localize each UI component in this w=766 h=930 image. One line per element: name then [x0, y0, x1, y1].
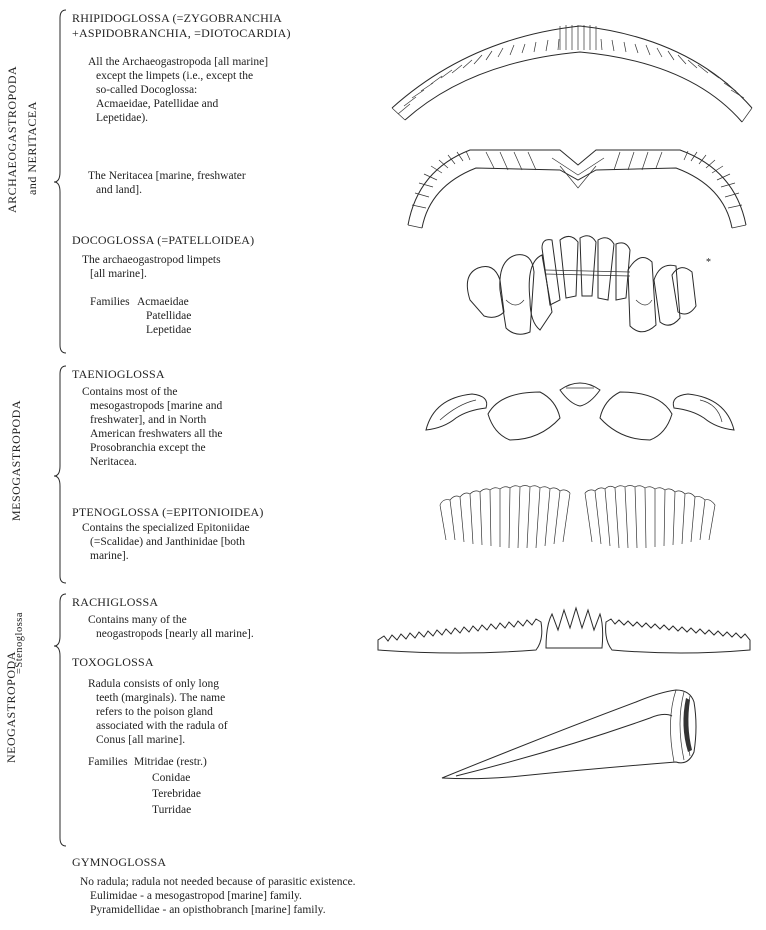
- rhipidoglossa-radula-drawing: [392, 25, 752, 122]
- families-label: Families: [88, 756, 128, 770]
- text-line: The archaeogastropod limpets: [82, 254, 221, 268]
- text-line: freshwater], and in North: [90, 414, 206, 428]
- heading-rhipidoglossa-line2: +ASPIDOBRANCHIA, =DIOTOCARDIA): [72, 27, 291, 41]
- heading-docoglossa: DOCOGLOSSA (=PATELLOIDEA): [72, 234, 254, 248]
- toxoglossa-tooth-drawing: [442, 690, 696, 779]
- families-label: Families: [90, 296, 130, 310]
- taenioglossa-radula-drawing: [426, 383, 734, 440]
- text-line: Contains many of the: [88, 614, 187, 628]
- family-name: Terebridae: [152, 788, 201, 802]
- text-line: Prosobranchia except the: [90, 442, 206, 456]
- family-name: Lepetidae: [146, 324, 191, 338]
- text-line: Contains the specialized Epitoniidae: [82, 522, 250, 536]
- text-line: Contains most of the: [82, 386, 178, 400]
- text-line: and land].: [96, 184, 142, 198]
- family-name: Turridae: [152, 804, 191, 818]
- text-line: mesogastropods [marine and: [90, 400, 222, 414]
- ptenoglossa-radula-drawing: [440, 486, 715, 549]
- text-line: The Neritacea [marine, freshwater: [88, 170, 246, 184]
- heading-ptenoglossa: PTENOGLOSSA (=EPITONIOIDEA): [72, 506, 264, 520]
- heading-gymnoglossa: GYMNOGLOSSA: [72, 856, 166, 870]
- text-line: American freshwaters all the: [90, 428, 223, 442]
- text-line: [all marine].: [90, 268, 147, 282]
- text-line: (=Scalidae) and Janthinidae [both: [90, 536, 245, 550]
- heading-taenioglossa: TAENIOGLOSSA: [72, 368, 165, 382]
- text-line: associated with the radula of: [96, 720, 228, 734]
- text-line: Eulimidae - a mesogastropod [marine] fam…: [90, 890, 302, 904]
- heading-rachiglossa: RACHIGLOSSA: [72, 596, 158, 610]
- text-line: Neritacea.: [90, 456, 137, 470]
- text-line: teeth (marginals). The name: [96, 692, 225, 706]
- rachiglossa-radula-drawing: [378, 608, 750, 653]
- docoglossa-radula-drawing: [467, 236, 696, 335]
- text-line: Pyramidellidae - an opisthobranch [marin…: [90, 904, 326, 918]
- text-line: Radula consists of only long: [88, 678, 219, 692]
- text-line: neogastropods [nearly all marine].: [96, 628, 254, 642]
- bracket-archaeogastropoda: [54, 10, 66, 353]
- text-line: Acmaeidae, Patellidae and: [96, 98, 218, 112]
- text-line: No radula; radula not needed because of …: [80, 876, 356, 890]
- heading-toxoglossa: TOXOGLOSSA: [72, 656, 154, 670]
- family-name: Patellidae: [146, 310, 191, 324]
- family-name: Mitridae (restr.): [134, 756, 207, 770]
- text-line: so-called Docoglossa:: [96, 84, 197, 98]
- neritacea-radula-drawing: [408, 150, 746, 228]
- family-name: Conidae: [152, 772, 190, 786]
- text-line: except the limpets (i.e., except the: [96, 70, 253, 84]
- heading-rhipidoglossa-line1: RHIPIDOGLOSSA (=ZYGOBRANCHIA: [72, 12, 282, 26]
- text-line: Lepetidae).: [96, 112, 148, 126]
- text-line: All the Archaeogastropoda [all marine]: [88, 56, 268, 70]
- text-line: marine].: [90, 550, 129, 564]
- text-line: Conus [all marine].: [96, 734, 185, 748]
- bracket-neogastropoda: [54, 594, 66, 846]
- text-line: refers to the poison gland: [96, 706, 213, 720]
- bracket-mesogastropoda: [54, 366, 66, 583]
- asterisk-mark: *: [706, 256, 711, 270]
- family-name: Acmaeidae: [137, 296, 189, 310]
